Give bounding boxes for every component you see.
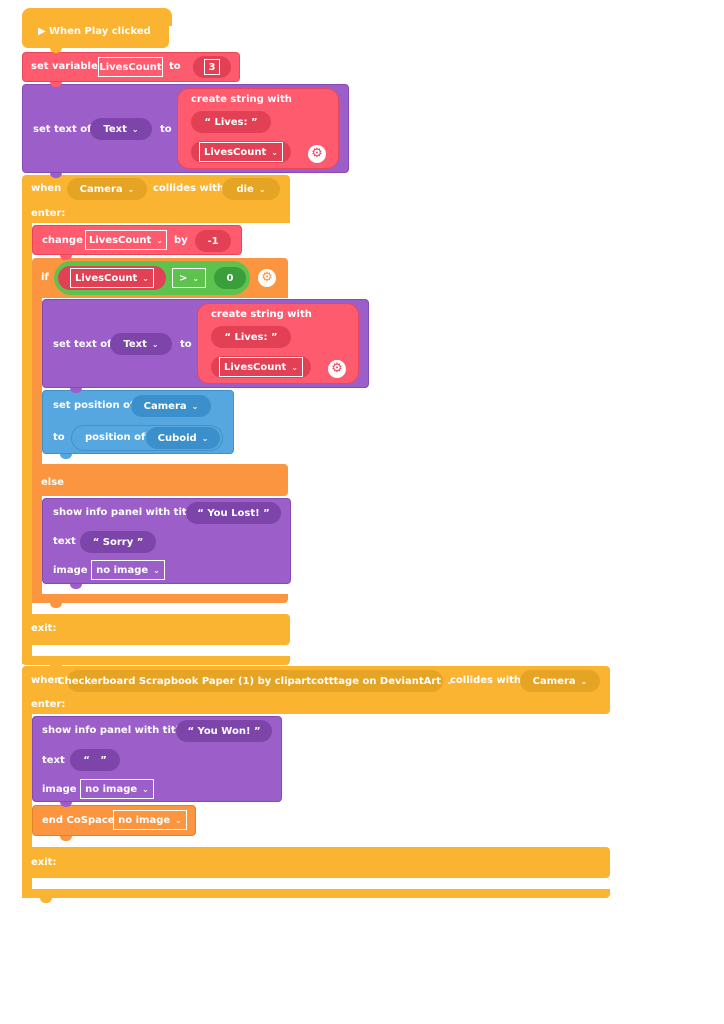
else-bar[interactable]: else [32, 464, 288, 496]
collide-2-bottom [22, 889, 610, 898]
info-panel-label: show info panel with title [53, 507, 197, 518]
string-literal[interactable]: “ Lives: ” [191, 111, 271, 133]
title-input[interactable]: “ You Won! ” [176, 720, 272, 742]
variable-slot[interactable]: LivesCount⌄ [191, 141, 291, 163]
text-target-dropdown[interactable]: Text⌄ [110, 333, 172, 355]
exit-label: exit: [31, 857, 57, 868]
if-bottom [32, 594, 288, 603]
connector-notch [50, 665, 62, 670]
collides-with-label: collides with [153, 183, 225, 194]
position-target-dropdown[interactable]: Camera⌄ [131, 395, 211, 417]
set-text-label: set text of [33, 124, 92, 135]
enter-label: enter: [31, 208, 66, 219]
image-label: image [53, 565, 88, 576]
end-cospace-label: end CoSpace [42, 815, 115, 826]
compare-variable-slot[interactable]: LivesCount⌄ [58, 266, 166, 290]
set-text-label: set text of [53, 339, 112, 350]
else-label: else [41, 477, 64, 488]
set-variable-block[interactable]: set variable LivesCount to 3 [22, 52, 240, 82]
position-of-label: position of [85, 432, 146, 443]
if-label: if [41, 272, 49, 283]
text-input[interactable]: “ ” [70, 749, 120, 771]
connector-notch [60, 255, 72, 260]
variable-dropdown[interactable]: LivesCount [98, 57, 163, 77]
image-label: image [42, 784, 77, 795]
change-value-input[interactable]: -1 [195, 230, 231, 252]
object-b-dropdown[interactable]: die⌄ [222, 178, 280, 200]
info-panel-block-2[interactable]: show info panel with title “ You Won! ” … [32, 716, 282, 802]
to-label: to [169, 61, 181, 72]
text-target-dropdown[interactable]: Text⌄ [90, 118, 152, 140]
when-label: when [31, 183, 62, 194]
set-position-block[interactable]: set position of Camera⌄ to position of C… [42, 390, 234, 454]
object-a-dropdown[interactable]: Camera⌄ [67, 178, 147, 200]
position-of-block[interactable]: position of Cuboid⌄ [71, 425, 223, 451]
variable-slot[interactable]: LivesCount⌄ [211, 356, 311, 378]
object-a-dropdown[interactable]: Checkerboard Scrapbook Paper (1) by clip… [57, 670, 453, 692]
collides-with-label: collides with [450, 675, 522, 686]
set-position-label: set position of [53, 400, 135, 411]
connector-notch [40, 898, 52, 903]
collide-1-exit-bar: exit: [22, 614, 290, 645]
set-text-block-1[interactable]: set text of Text⌄ to create string with … [22, 84, 349, 173]
string-literal[interactable]: “ Lives: ” [211, 326, 291, 348]
to-label: to [160, 124, 172, 135]
collide-1-left-arm [22, 222, 32, 664]
image-dropdown[interactable]: no image⌄ [80, 779, 154, 799]
value-input[interactable]: 3 [193, 56, 231, 78]
create-string-block[interactable]: create string with “ Lives: ” LivesCount… [177, 88, 339, 169]
info-panel-block-1[interactable]: show info panel with title “ You Lost! ”… [42, 498, 291, 584]
comparison-block[interactable]: LivesCount⌄ >⌄ 0 [54, 261, 250, 295]
compare-value-input[interactable]: 0 [214, 267, 246, 289]
set-variable-label: set variable [31, 61, 98, 72]
connector-notch [50, 173, 62, 178]
info-panel-label: show info panel with title [42, 725, 186, 736]
by-label: by [174, 235, 188, 246]
variable-dropdown[interactable]: LivesCount⌄ [85, 230, 167, 250]
object-b-dropdown[interactable]: Camera⌄ [520, 670, 600, 692]
collide-event-1[interactable]: when Camera⌄ collides with die⌄ enter: [22, 175, 290, 223]
collide-1-bottom [22, 656, 290, 665]
if-left-arm [32, 297, 42, 603]
title-input[interactable]: “ You Lost! ” [186, 502, 281, 524]
operator-dropdown[interactable]: >⌄ [172, 268, 206, 288]
collide-event-2[interactable]: when Checkerboard Scrapbook Paper (1) by… [22, 666, 610, 714]
play-triangle-icon: ▶ [38, 26, 46, 37]
end-cospace-block[interactable]: end CoSpace no image⌄ [32, 805, 196, 836]
connector-notch [60, 454, 72, 459]
connector-notch [70, 388, 82, 393]
collide-2-left-arm [22, 713, 32, 898]
if-block[interactable]: if LivesCount⌄ >⌄ 0 ⚙ [32, 258, 288, 298]
connector-notch [60, 802, 72, 807]
connector-notch [60, 836, 72, 841]
create-string-label: create string with [191, 94, 292, 105]
text-label: text [53, 536, 76, 547]
change-label: change [42, 235, 83, 246]
to-label: to [53, 432, 65, 443]
change-variable-block[interactable]: change LivesCount⌄ by -1 [32, 225, 242, 255]
connector-notch [50, 603, 62, 608]
gear-icon[interactable]: ⚙ [308, 145, 326, 163]
gear-icon[interactable]: ⚙ [328, 360, 346, 378]
to-label: to [180, 339, 192, 350]
when-play-clicked-label: When Play clicked [49, 26, 151, 37]
end-image-dropdown[interactable]: no image⌄ [113, 810, 187, 830]
position-source-dropdown[interactable]: Cuboid⌄ [146, 427, 220, 449]
create-string-label: create string with [211, 309, 312, 320]
collide-2-exit-bar: exit: [22, 847, 610, 878]
when-label: when [31, 675, 62, 686]
text-label: text [42, 755, 65, 766]
create-string-block[interactable]: create string with “ Lives: ” LivesCount… [197, 303, 359, 384]
connector-notch [70, 584, 82, 589]
exit-label: exit: [31, 623, 57, 634]
text-input[interactable]: “ Sorry ” [80, 531, 156, 553]
connector-notch [50, 82, 62, 87]
gear-icon[interactable]: ⚙ [258, 269, 276, 287]
image-dropdown[interactable]: no image⌄ [91, 560, 165, 580]
enter-label: enter: [31, 699, 66, 710]
connector-notch [50, 48, 62, 53]
when-play-clicked-block[interactable]: ▶ When Play clicked [22, 15, 169, 48]
set-text-block-2[interactable]: set text of Text⌄ to create string with … [42, 299, 369, 388]
